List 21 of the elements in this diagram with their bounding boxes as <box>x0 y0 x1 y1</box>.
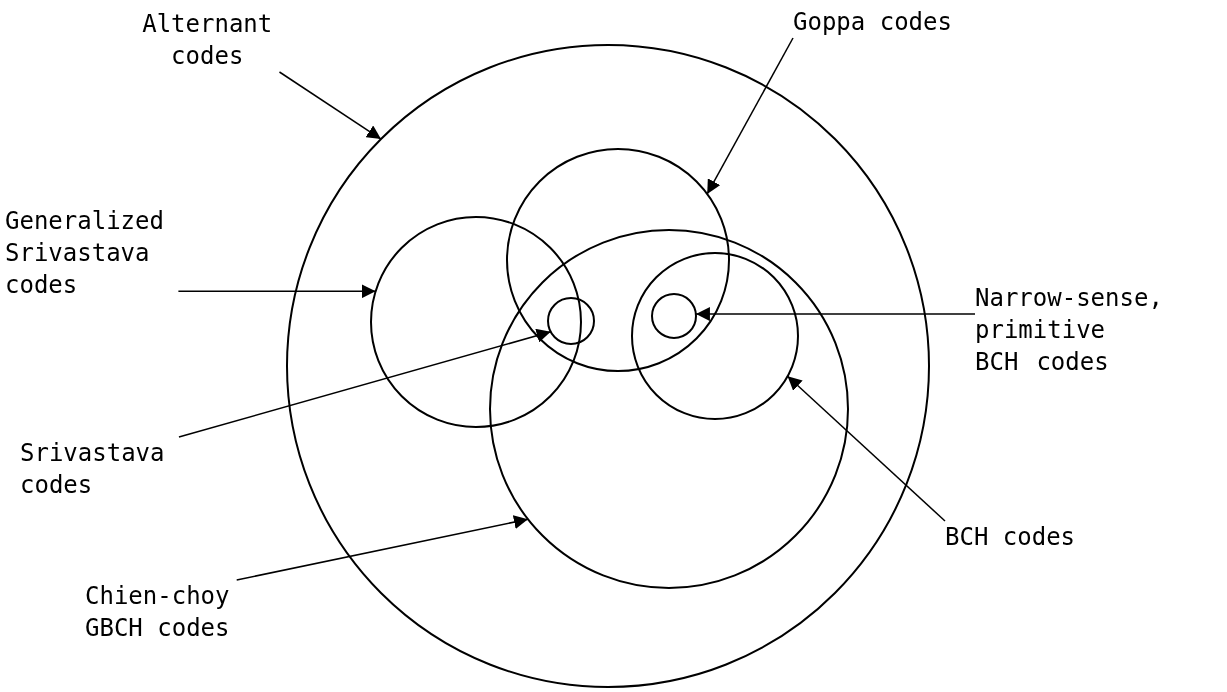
set-circle <box>506 148 730 372</box>
leader-line <box>706 37 794 195</box>
set-circle <box>631 252 799 420</box>
set-circle <box>286 44 930 688</box>
set-circle <box>489 229 849 589</box>
code-family-label: Chien-choy GBCH codes <box>85 580 237 644</box>
code-family-label: Generalized Srivastava codes <box>5 205 179 301</box>
leader-line <box>178 328 552 438</box>
code-family-label: Narrow-sense, primitive BCH codes <box>975 282 1163 378</box>
code-family-label: Srivastava codes <box>20 437 179 501</box>
leader-line <box>235 515 529 581</box>
leader-line <box>278 71 382 140</box>
code-family-label: Goppa codes <box>793 6 967 38</box>
code-family-label: BCH codes <box>945 521 1090 553</box>
code-family-label: Alternant codes <box>135 8 280 72</box>
set-circle <box>547 297 595 345</box>
leader-line <box>786 375 946 522</box>
set-circle <box>651 293 697 339</box>
set-circle <box>370 216 582 428</box>
leader-line <box>177 284 377 299</box>
leader-line <box>695 307 976 322</box>
